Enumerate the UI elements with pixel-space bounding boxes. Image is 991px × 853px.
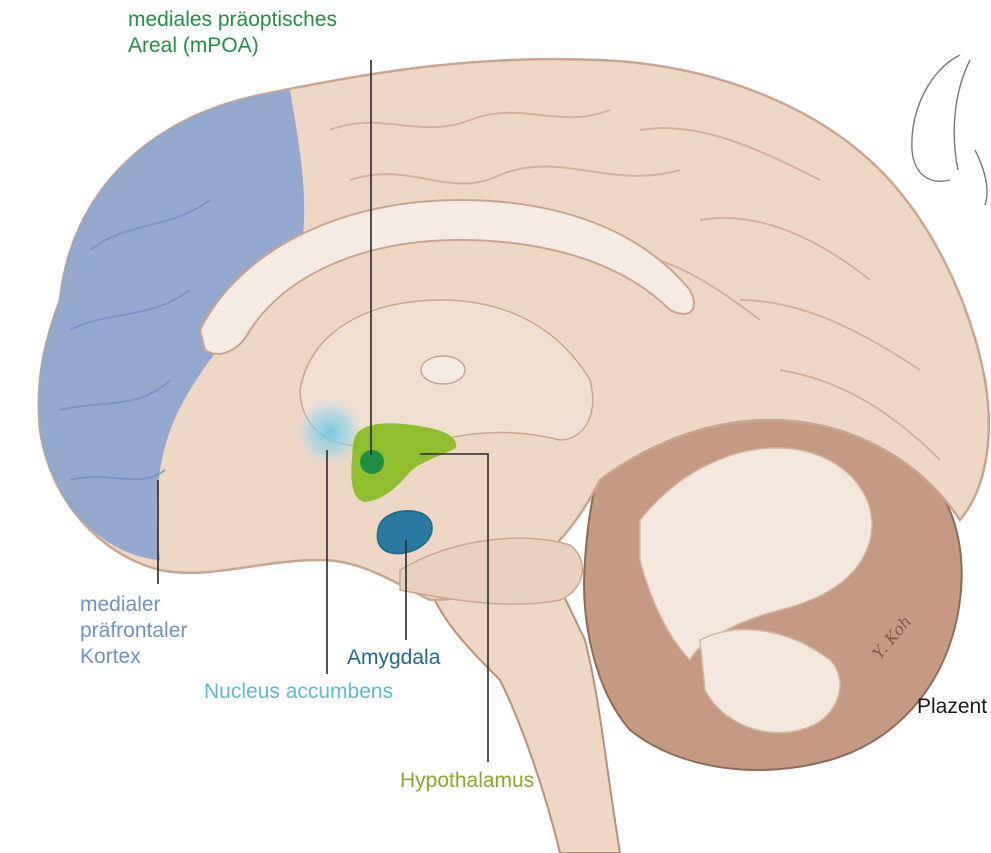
mpoa-label: mediales präoptisches Areal (mPOA) [128, 7, 337, 59]
sketch-figure [912, 55, 987, 205]
mpoa-label-line1: mediales präoptisches [128, 7, 337, 33]
amygdala-label: Amygdala [347, 645, 440, 671]
plazenta-label: Plazent [917, 694, 987, 720]
mpoa-label-line2: Areal (mPOA) [128, 33, 337, 59]
interthalamic-adhesion [421, 356, 465, 384]
mpfc-label-line1: medialer [80, 592, 187, 618]
mpfc-label: medialer präfrontaler Kortex [80, 592, 187, 670]
hypothalamus-label: Hypothalamus [400, 768, 534, 794]
mpoa-area [360, 450, 384, 474]
nucleus-accumbens-label: Nucleus accumbens [204, 679, 393, 705]
mpfc-label-line2: präfrontaler [80, 618, 187, 644]
mpfc-label-line3: Kortex [80, 644, 187, 670]
